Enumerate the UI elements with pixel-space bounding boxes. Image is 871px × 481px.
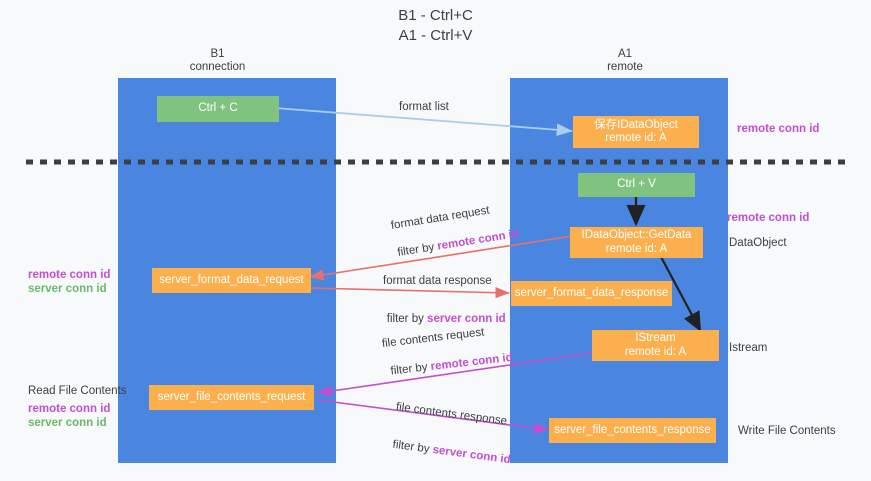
node-server-format-data-response[interactable]: server_format_data_response xyxy=(511,281,672,306)
node-idataobject-getdata[interactable]: IDataObject::GetData remote id: A xyxy=(570,227,703,258)
filter-key-remote-conn-id: remote conn id xyxy=(436,227,520,253)
side-label-remote-conn-id-top: remote conn id xyxy=(737,123,820,135)
filter-prefix: filter by xyxy=(391,438,434,456)
edge-label-format-list: format list xyxy=(399,101,449,113)
node-server-file-contents-response[interactable]: server_file_contents_response xyxy=(549,418,716,443)
edge-label-format-data-response: format data response xyxy=(383,275,492,287)
filter-key-server-conn-id: server conn id xyxy=(431,443,512,467)
node-server-file-contents-request[interactable]: server_file_contents_request xyxy=(149,385,314,410)
connector-format-data-response xyxy=(309,287,510,299)
side-label-read-file-contents: Read File Contents xyxy=(28,385,127,397)
node-save-idataobject[interactable]: 保存IDataObject remote id: A xyxy=(573,116,699,148)
node-server-format-data-request[interactable]: server_format_data_request xyxy=(152,268,311,293)
node-istream[interactable]: IStream remote id: A xyxy=(592,330,719,361)
filter-prefix: filter by xyxy=(390,361,432,378)
node-ctrl-c[interactable]: Ctrl + C xyxy=(157,96,279,122)
edge-label-file-contents-response: file contents response xyxy=(395,401,508,428)
edge-label-file-contents-response-filter: filter by server conn id xyxy=(377,422,513,481)
diagram-title: B1 - Ctrl+C A1 - Ctrl+V xyxy=(398,7,473,44)
filter-prefix: filter by xyxy=(386,313,428,325)
side-label-left-server-conn-id-bottom: server conn id xyxy=(28,417,107,429)
side-label-remote-conn-id-mid: remote conn id xyxy=(727,212,810,224)
filter-key-remote-conn-id: remote conn id xyxy=(430,351,514,373)
column-header-a1: A1 remote xyxy=(607,48,643,73)
side-label-write-file-contents: Write File Contents xyxy=(738,425,836,437)
filter-prefix: filter by xyxy=(396,240,439,259)
diagram-canvas: B1 - Ctrl+C A1 - Ctrl+V B1 connection A1… xyxy=(26,7,846,466)
filter-key-server-conn-id: server conn id xyxy=(427,313,506,325)
node-ctrl-v[interactable]: Ctrl + V xyxy=(578,173,695,197)
edge-label-format-data-response-filter: filter by server conn id xyxy=(374,298,506,340)
side-label-dataobject: DataObject xyxy=(729,237,787,249)
side-label-left-server-conn-id-mid: server conn id xyxy=(28,283,107,295)
column-header-b1: B1 connection xyxy=(189,48,246,73)
side-label-left-remote-conn-id-bottom: remote conn id xyxy=(28,403,111,415)
side-label-istream: Istream xyxy=(729,342,768,354)
side-label-left-remote-conn-id-mid: remote conn id xyxy=(28,269,111,281)
